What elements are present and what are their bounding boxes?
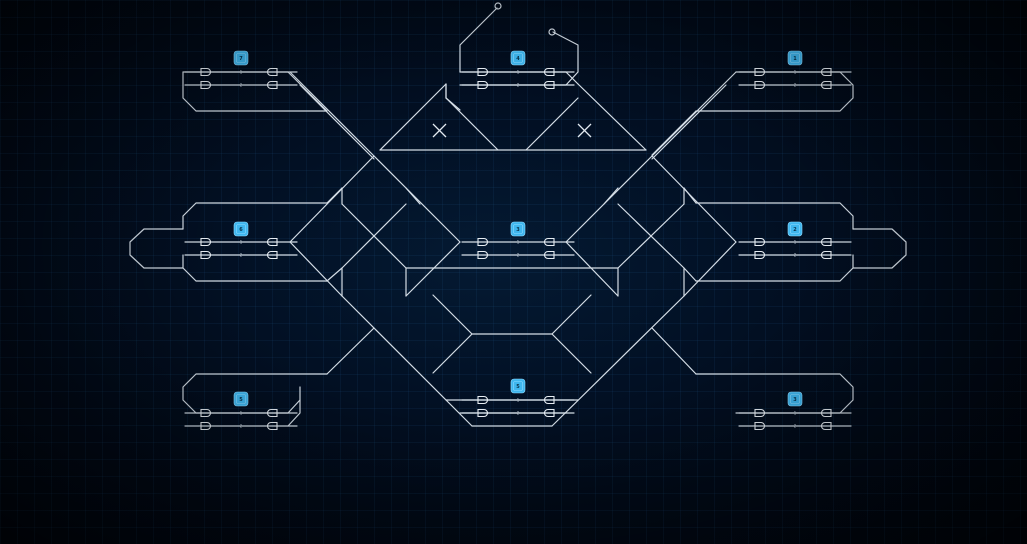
station-sign-label: — (199, 83, 201, 87)
station-badge-number: 7 (239, 56, 243, 62)
track-number-label: 1 (794, 411, 797, 416)
station-top-center[interactable]: 1 2 — 4 (461, 50, 575, 90)
station-number-badge[interactable]: 5 (510, 378, 526, 394)
track-number-label: 1 (240, 70, 243, 75)
station-badge-number: 5 (239, 397, 243, 403)
track-number-label: 1 (517, 240, 520, 245)
track-number-label: 2 (240, 424, 243, 429)
track-number-label: 1 (517, 70, 520, 75)
station-badge-number: 6 (239, 227, 243, 233)
station-number-badge[interactable]: 3 (510, 221, 526, 237)
station-number-badge[interactable]: 3 (787, 391, 803, 407)
station-sign-label: — (476, 253, 478, 257)
track-number-label: 1 (794, 70, 797, 75)
station-badge-number: 2 (793, 227, 797, 233)
station-bottom-left[interactable]: 1 2 — 5 (184, 391, 298, 431)
track-number-label: 1 (517, 398, 520, 403)
station-number-badge[interactable]: 4 (510, 50, 526, 66)
terminal-loop-icon (494, 2, 556, 36)
blocked-x-icon (432, 123, 592, 138)
station-number-badge[interactable]: 1 (787, 50, 803, 66)
track-number-label: 2 (794, 424, 797, 429)
station-number-badge[interactable]: 6 (233, 221, 249, 237)
station-sign-label: — (753, 253, 755, 257)
station-badge-number: 3 (516, 227, 520, 233)
station-number-badge[interactable]: 5 (233, 391, 249, 407)
station-sign-label: — (476, 83, 478, 87)
station-badge-number: 4 (516, 56, 520, 62)
station-top-left[interactable]: 1 2 — 7 (184, 50, 298, 90)
station-mid-right[interactable]: 1 2 — 2 (738, 221, 852, 260)
station-bottom-center[interactable]: 1 2 — 5 (461, 378, 575, 418)
station-sign-label: — (476, 411, 478, 415)
station-sign-label: — (753, 424, 755, 428)
station-bottom-right[interactable]: 1 2 — 3 (738, 391, 852, 431)
station-sign-label: — (199, 424, 201, 428)
station-number-badge[interactable]: 2 (787, 221, 803, 237)
track-number-label: 2 (240, 83, 243, 88)
track-number-label: 1 (794, 240, 797, 245)
station-mid-center[interactable]: 1 2 — 3 (461, 221, 575, 260)
track-number-label: 2 (517, 253, 520, 258)
track-number-label: 2 (240, 253, 243, 258)
station-sign-label: — (199, 253, 201, 257)
station-badge-number: 5 (516, 384, 520, 390)
track-number-label: 2 (794, 253, 797, 258)
station-mid-left[interactable]: 1 2 — 6 (184, 221, 298, 260)
track-number-label: 1 (240, 240, 243, 245)
station-number-badge[interactable]: 7 (233, 50, 249, 66)
station-top-right[interactable]: 1 2 — 1 (738, 50, 852, 90)
station-sign-label: — (753, 83, 755, 87)
track-number-label: 2 (517, 83, 520, 88)
station-badge-number: 3 (793, 397, 797, 403)
track-number-label: 2 (794, 83, 797, 88)
station-badge-number: 1 (793, 56, 797, 62)
track-number-label: 1 (240, 411, 243, 416)
track-number-label: 2 (517, 411, 520, 416)
